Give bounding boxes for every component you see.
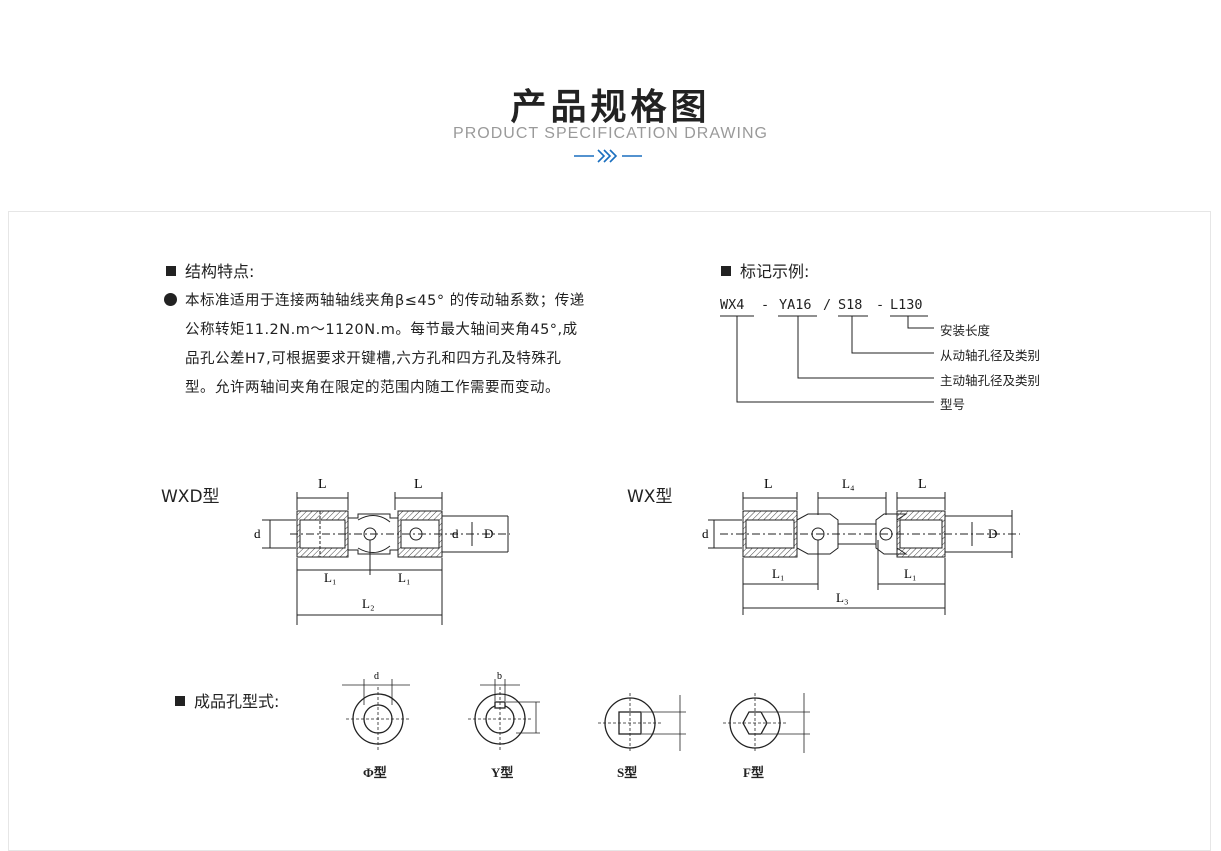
hole-round — [342, 679, 410, 751]
page-subtitle: PRODUCT SPECIFICATION DRAWING — [453, 125, 768, 142]
hole-type-round-label: Φ型 — [363, 765, 387, 780]
wx-dim-L-left: L — [764, 477, 773, 492]
label-driving-bore: 主动轴孔径及类别 — [940, 373, 1041, 388]
features-text: 本标准适用于连接两轴轴线夹角β≤45° 的传动轴系数；传递公称转矩11.2N.m… — [185, 293, 585, 396]
label-model: 型号 — [940, 397, 966, 412]
wx-drawing: L L₄ L L₁ L₁ L₃ d D — [702, 476, 1020, 615]
square-bullet-icon — [175, 695, 185, 706]
wxd-type-label: WXD型 — [161, 487, 220, 507]
wxd-drawing: L L L₁ L₁ L₂ d d D — [254, 477, 510, 625]
hole-type-hex-label: F型 — [743, 765, 764, 780]
mark-sep2: / — [823, 297, 832, 313]
wx-dim-L-right: L — [918, 477, 927, 492]
holes-heading: 成品孔型式: — [175, 688, 279, 712]
page-title: 产品规格图 — [510, 87, 711, 128]
wx-type-label: WX型 — [627, 487, 673, 507]
mark-sep1: - — [761, 297, 770, 313]
hole-square — [598, 693, 686, 753]
label-install-length: 安装长度 — [940, 323, 991, 338]
wx-dim-D: D — [988, 526, 997, 541]
wxd-dim-L2: L₂ — [362, 596, 374, 611]
hole-type-square-label: S型 — [617, 765, 638, 780]
wxd-dim-L-left: L — [318, 477, 327, 492]
hole-hex — [723, 693, 810, 753]
wxd-dim-d-right: d — [452, 526, 459, 541]
wxd-dim-D: D — [484, 526, 493, 541]
marking-heading: 标记示例: — [721, 258, 809, 282]
wx-dim-L1-left: L₁ — [772, 566, 784, 581]
wxd-dim-L1-left: L₁ — [324, 570, 336, 585]
decorative-divider-icon — [574, 149, 642, 163]
wx-dim-L1-right: L₁ — [904, 566, 916, 581]
features-heading: 结构特点: — [166, 258, 254, 282]
label-driven-bore: 从动轴孔径及类别 — [940, 348, 1041, 363]
marking-leader-lines — [720, 315, 934, 403]
mark-part3: S18 — [838, 297, 863, 313]
wx-dim-L4: L₄ — [842, 476, 855, 491]
mark-part2: YA16 — [779, 297, 812, 313]
wx-dim-d: d — [702, 526, 709, 541]
hole-type-keyway-label: Y型 — [491, 765, 514, 780]
square-bullet-icon — [721, 265, 731, 276]
wxd-dim-d-left: d — [254, 526, 261, 541]
spec-panel — [8, 211, 1211, 851]
hole-types-drawing: d b — [342, 671, 810, 753]
wxd-dim-L1-right: L₁ — [398, 570, 410, 585]
mark-part1: WX4 — [720, 297, 745, 313]
wx-dim-L3: L₃ — [836, 590, 848, 605]
round-bullet-icon — [164, 293, 177, 306]
hole-keyway-dim: b — [497, 671, 502, 682]
hole-round-dim: d — [374, 671, 379, 682]
hole-keyway — [468, 679, 540, 751]
square-bullet-icon — [166, 265, 176, 276]
mark-part4: L130 — [890, 297, 923, 313]
wxd-dim-L-right: L — [414, 477, 423, 492]
mark-sep3: - — [876, 297, 885, 313]
